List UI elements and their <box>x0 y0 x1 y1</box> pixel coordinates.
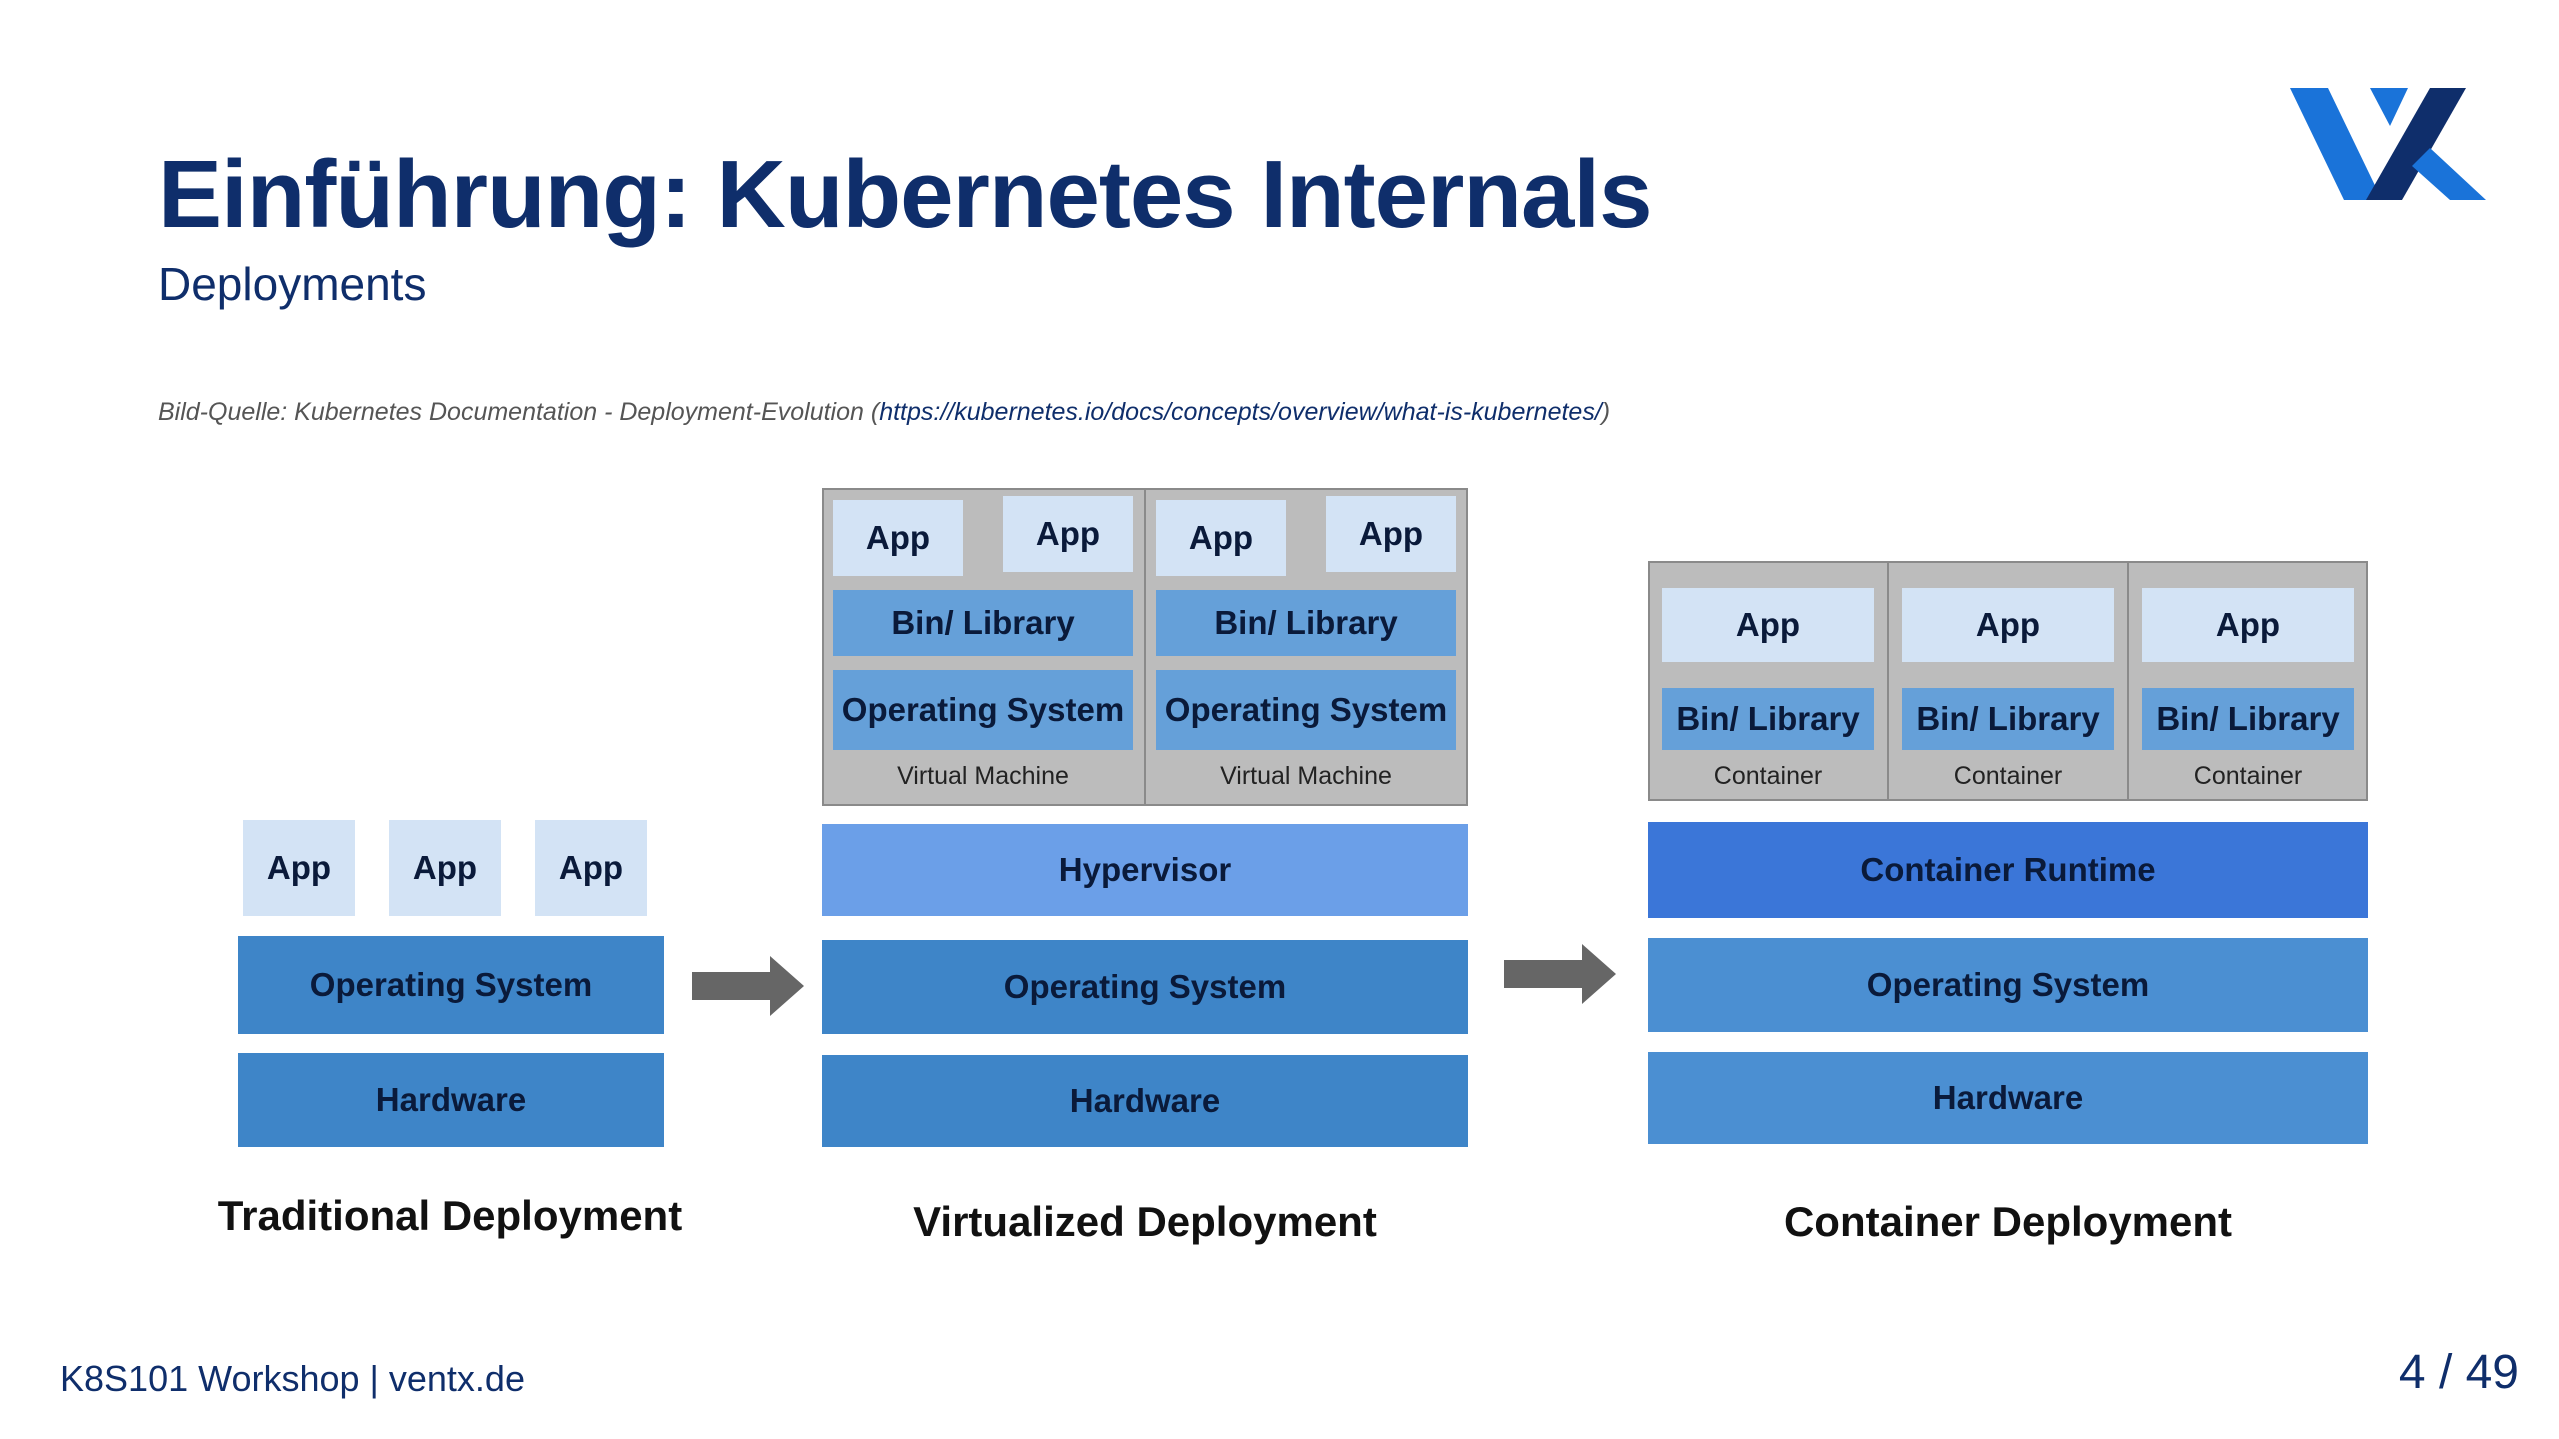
traditional-app-2: App <box>389 820 501 916</box>
container1-label: Container <box>1713 761 1823 790</box>
container1-library: Bin/ Library <box>1662 688 1874 750</box>
vm1-library: Bin/ Library <box>833 590 1133 656</box>
vm2-os: Operating System <box>1156 670 1456 750</box>
vm2-app-2: App <box>1326 496 1456 572</box>
container-divider-2 <box>2127 561 2129 801</box>
virtualized-hardware: Hardware <box>822 1055 1468 1147</box>
vm2-label: Virtual Machine <box>1220 761 1392 790</box>
vm-divider <box>1144 488 1146 806</box>
source-suffix: ) <box>1601 398 1611 426</box>
vm1-os: Operating System <box>833 670 1133 750</box>
container-divider-1 <box>1887 561 1889 801</box>
container3-app: App <box>2142 588 2354 662</box>
arrow-right-icon <box>692 956 804 1016</box>
container-runtime: Container Runtime <box>1648 822 2368 918</box>
container3-library: Bin/ Library <box>2142 688 2354 750</box>
footer-text: K8S101 Workshop | ventx.de <box>60 1358 525 1399</box>
vm2-library: Bin/ Library <box>1156 590 1456 656</box>
traditional-app-3: App <box>535 820 647 916</box>
container2-app: App <box>1902 588 2114 662</box>
traditional-app-1: App <box>243 820 355 916</box>
container-hardware: Hardware <box>1648 1052 2368 1144</box>
page-title: Einführung: Kubernetes Internals <box>158 141 1652 248</box>
traditional-hardware: Hardware <box>238 1053 664 1147</box>
virtualized-os: Operating System <box>822 940 1468 1034</box>
page-subtitle: Deployments <box>158 258 427 310</box>
traditional-caption: Traditional Deployment <box>217 1192 683 1239</box>
container-os: Operating System <box>1648 938 2368 1032</box>
source-prefix: Bild-Quelle: Kubernetes Documentation - … <box>158 398 880 426</box>
arrow-right-icon <box>1504 944 1616 1004</box>
ventx-logo-icon <box>2290 88 2486 200</box>
container2-library: Bin/ Library <box>1902 688 2114 750</box>
hypervisor: Hypervisor <box>822 824 1468 916</box>
vm1-app-2: App <box>1003 496 1133 572</box>
container2-label: Container <box>1953 761 2063 790</box>
image-source: Bild-Quelle: Kubernetes Documentation - … <box>158 398 1610 427</box>
container-caption: Container Deployment <box>1783 1198 2233 1245</box>
vm2-app-1: App <box>1156 500 1286 576</box>
vm1-label: Virtual Machine <box>897 761 1069 790</box>
traditional-os: Operating System <box>238 936 664 1034</box>
container3-label: Container <box>2193 761 2303 790</box>
vm1-app-1: App <box>833 500 963 576</box>
container1-app: App <box>1662 588 1874 662</box>
page-number: 4 / 49 <box>2398 1346 2519 1399</box>
source-link[interactable]: https://kubernetes.io/docs/concepts/over… <box>879 398 1602 426</box>
virtualized-caption: Virtualized Deployment <box>913 1198 1377 1245</box>
